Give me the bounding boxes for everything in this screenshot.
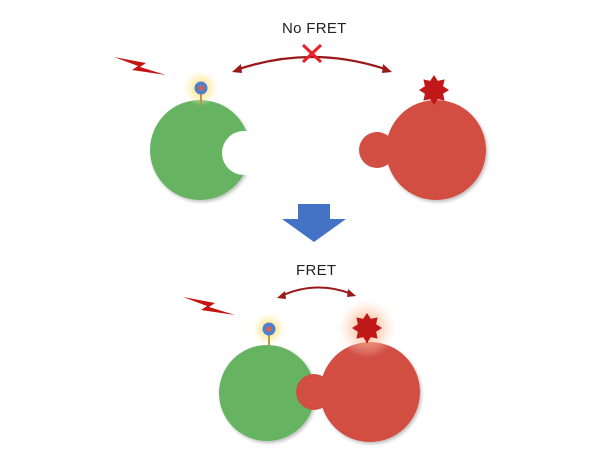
- lightning-bolt-icon: [114, 57, 166, 75]
- star-burst-icon: [352, 313, 382, 343]
- donor-fluorophore: [183, 70, 219, 106]
- energy-transfer-arc: [235, 55, 389, 72]
- down-arrow-icon: [282, 204, 346, 242]
- lightning-bolt-icon: [183, 297, 235, 315]
- binding-pocket: [222, 131, 266, 175]
- cross-icon: [301, 43, 323, 64]
- fret-state: [183, 286, 420, 442]
- acceptor-fluorophore: [419, 75, 449, 105]
- acceptor-fluorophore: [337, 298, 397, 358]
- fret-label: FRET: [296, 262, 337, 279]
- star-burst-icon: [419, 75, 449, 105]
- acceptor-protein: [359, 100, 486, 200]
- acceptor-protein: [296, 342, 420, 442]
- energy-transfer-arc: [280, 286, 353, 297]
- no-fret-state: [114, 43, 486, 200]
- no-fret-label: No FRET: [282, 20, 347, 37]
- donor-protein: [150, 100, 266, 200]
- donor-protein: [219, 345, 315, 441]
- donor-fluorophore: [252, 312, 286, 346]
